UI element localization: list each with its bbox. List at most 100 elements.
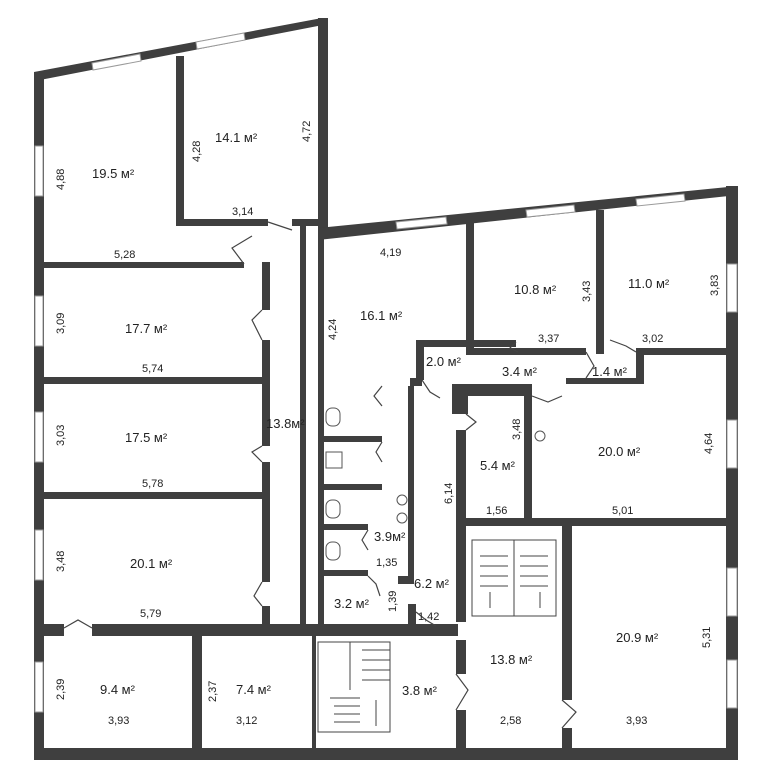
window: [726, 567, 738, 617]
wall: [524, 384, 532, 524]
dimension-label: 3,37: [538, 333, 559, 345]
area-label: 10.8 м²: [514, 282, 557, 297]
area-label: 1.4 м²: [592, 364, 628, 379]
area-label: 13.8м²: [266, 416, 305, 431]
dimension-label: 1,56: [486, 505, 507, 517]
dimension-label: 3,93: [626, 715, 647, 727]
sink-icon: [396, 494, 408, 506]
area-labels: 19.5 м² 14.1 м² 17.7 м² 17.5 м² 20.1 м² …: [92, 130, 670, 698]
dimension-label: 3,83: [709, 275, 721, 296]
area-label: 3.2 м²: [334, 596, 370, 611]
wall: [192, 636, 202, 748]
area-label: 17.7 м²: [125, 321, 168, 336]
area-label: 19.5 м²: [92, 166, 135, 181]
door: [253, 581, 263, 607]
wall: [318, 484, 382, 490]
sink-icon: [396, 512, 408, 524]
wall: [44, 624, 64, 636]
door: [561, 699, 577, 729]
wall: [300, 226, 306, 626]
shower-icon: [325, 451, 343, 469]
door: [251, 445, 263, 463]
dimension-label: 3,02: [642, 333, 663, 345]
dimension-label: 3,43: [581, 281, 593, 302]
door: [585, 351, 595, 379]
door: [508, 341, 519, 353]
dimension-label: 5,31: [701, 627, 713, 648]
wall: [44, 262, 244, 268]
staircase: [317, 539, 557, 733]
area-label: 16.1 м²: [360, 308, 403, 323]
toilet-icon: [325, 499, 341, 519]
area-label: 11.0 м²: [628, 276, 670, 291]
area-label: 3.8 м²: [402, 683, 438, 698]
window: [525, 204, 576, 218]
dimension-label: 5,79: [140, 608, 161, 620]
wall: [410, 378, 422, 386]
door: [375, 441, 383, 463]
dimension-label: 4,88: [55, 169, 67, 190]
dimension-label: 5,78: [142, 478, 163, 490]
dimension-label: 3,48: [55, 551, 67, 572]
door: [63, 619, 93, 629]
dimension-label: 2,58: [500, 715, 521, 727]
dimension-label: 4,28: [191, 141, 203, 162]
window: [34, 295, 44, 347]
staircase-steps: [480, 540, 548, 616]
dimension-label: 6,14: [443, 483, 455, 504]
wall: [562, 728, 572, 748]
sink-icon: [534, 430, 546, 442]
staircase-outline: [317, 641, 391, 733]
area-label: 2.0 м²: [426, 354, 462, 369]
wall: [452, 384, 526, 396]
door: [421, 379, 441, 399]
wall: [318, 436, 382, 442]
wall: [408, 604, 416, 626]
window: [635, 193, 686, 207]
wall: [262, 340, 270, 446]
toilet-icon: [325, 541, 341, 561]
area-label: 20.0 м²: [598, 444, 641, 459]
wall: [44, 377, 262, 384]
door: [251, 309, 263, 341]
wall-bottom: [34, 748, 738, 760]
door: [531, 395, 563, 403]
window: [726, 419, 738, 469]
window: [726, 659, 738, 709]
dimension-label: 4,64: [703, 433, 715, 454]
wall: [408, 386, 414, 582]
dimension-label: 5,28: [114, 249, 135, 261]
window: [34, 145, 44, 197]
dimension-label: 3,09: [55, 313, 67, 334]
area-label: 3.9м²: [374, 529, 406, 544]
door: [267, 221, 293, 231]
door: [415, 611, 437, 627]
dimension-label: 5,01: [612, 505, 633, 517]
door: [367, 575, 381, 597]
wall: [262, 606, 270, 624]
doors: [63, 221, 637, 729]
dimension-label: 4,24: [327, 319, 339, 340]
area-label: 9.4 м²: [100, 682, 136, 697]
wall: [466, 220, 474, 354]
door: [455, 673, 469, 711]
wall: [456, 640, 466, 674]
wall-tower-right: [318, 18, 328, 232]
wall: [92, 624, 458, 636]
wall: [456, 526, 466, 622]
door: [609, 339, 637, 353]
interior-walls: [44, 56, 726, 748]
wall: [566, 378, 640, 384]
area-label: 13.8 м²: [490, 652, 533, 667]
area-label: 20.9 м²: [616, 630, 659, 645]
window: [34, 661, 44, 713]
wall: [262, 262, 270, 310]
wall: [452, 384, 468, 414]
window: [726, 263, 738, 313]
wall: [640, 348, 726, 355]
dimension-label: 5,74: [142, 363, 163, 375]
outer-walls: [34, 18, 738, 760]
wall: [416, 340, 516, 347]
